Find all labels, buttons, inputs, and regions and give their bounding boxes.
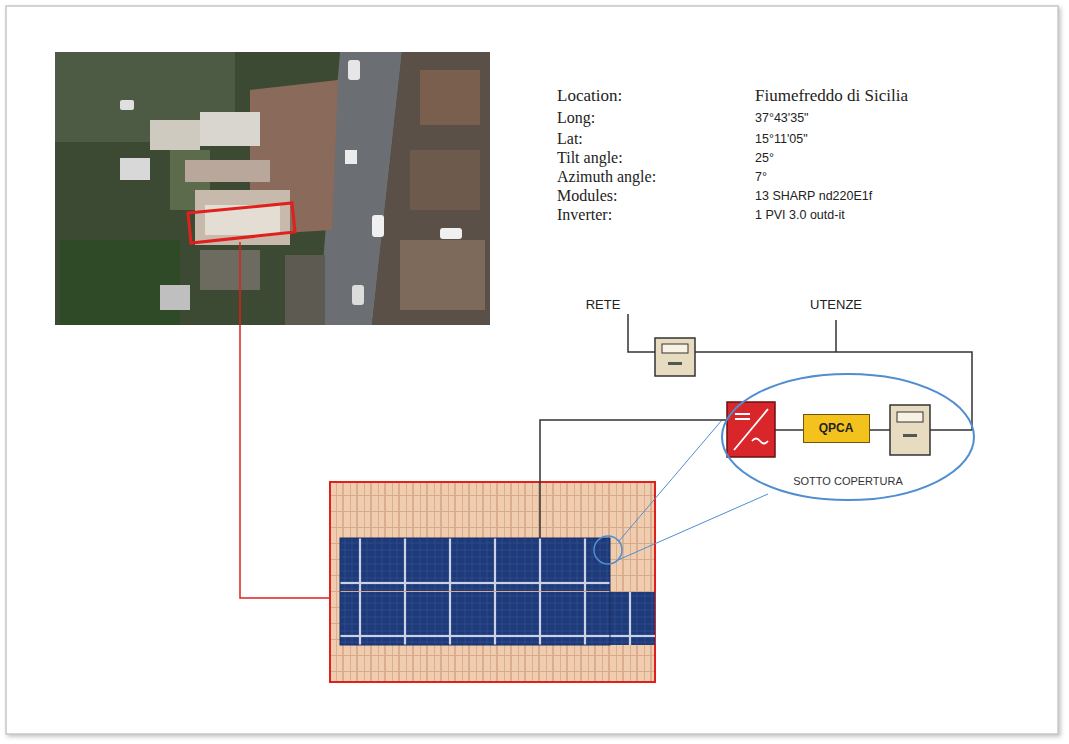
box-label: QPCA xyxy=(819,421,854,435)
field-name: Long: xyxy=(557,109,595,127)
field-value: 7° xyxy=(755,170,767,184)
grid-label: RETE xyxy=(586,298,621,313)
detail-link xyxy=(619,420,722,541)
leader-line xyxy=(240,242,330,598)
roof-plan xyxy=(330,482,655,682)
field-name: Tilt angle: xyxy=(557,149,623,167)
field-value: 25° xyxy=(755,151,774,165)
qpca-box: QPCA xyxy=(803,414,870,443)
wiring xyxy=(540,314,972,538)
field-value: 15°11'05" xyxy=(755,132,808,146)
loads-label: UTENZE xyxy=(810,298,862,313)
detail-circle xyxy=(594,536,622,564)
aerial-photo xyxy=(55,52,490,325)
field-value: 1 PVI 3.0 outd-it xyxy=(755,208,845,222)
field-name: Azimuth angle: xyxy=(557,168,656,186)
detail-link xyxy=(618,494,768,560)
field-name: Lat: xyxy=(557,130,583,148)
field-name: Location: xyxy=(557,86,622,106)
meter-symbol xyxy=(655,338,695,376)
meter-symbol xyxy=(890,405,930,455)
field-name: Inverter: xyxy=(557,206,612,224)
area-caption: SOTTO COPERTURA xyxy=(720,475,976,487)
frame xyxy=(6,6,1058,734)
sotto-copertura-ellipse: SOTTO COPERTURA QPCA xyxy=(720,372,976,502)
field-value: 13 SHARP nd220E1f xyxy=(755,189,872,203)
field-value: 37°43'35" xyxy=(755,111,809,125)
field-name: Modules: xyxy=(557,187,617,205)
field-value: Fiumefreddo di Sicilia xyxy=(755,86,908,106)
